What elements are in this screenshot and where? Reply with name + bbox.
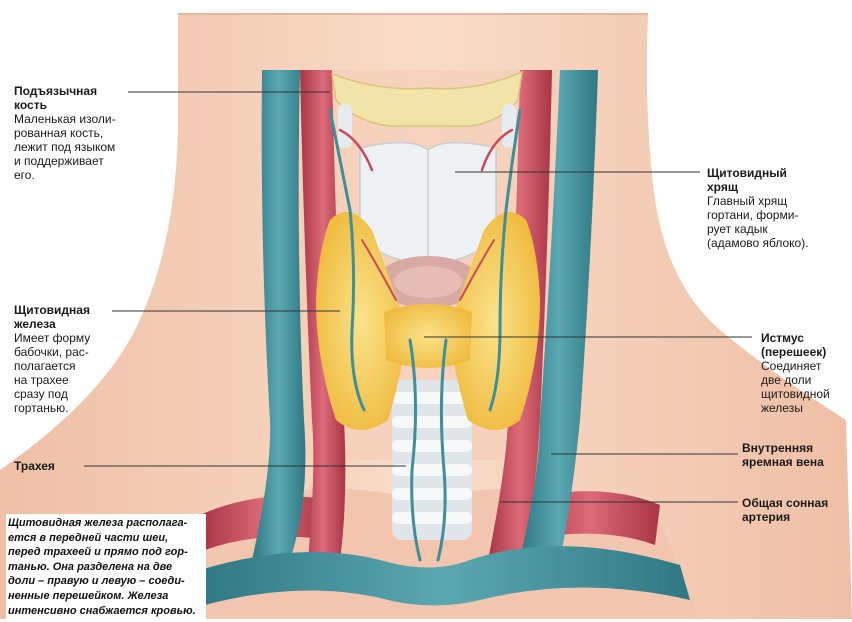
label-thyroid-cartilage-title: Щитовидный хрящ <box>707 166 787 194</box>
label-isthmus-text: Соединяет две доли щитовидной железы <box>761 359 830 415</box>
label-hyoid-text: Маленькая изоли- рованная кость, лежит п… <box>14 112 116 182</box>
label-carotid: Общая сонная артерия <box>742 496 848 524</box>
label-trachea: Трахея <box>14 459 84 473</box>
cricothyroid-muscle <box>394 266 462 298</box>
right-jugular-vein <box>520 70 598 560</box>
label-thyroid-gland-text: Имеет форму бабочки, рас- полагается на … <box>14 331 91 415</box>
thyroid-left-lobe <box>316 212 408 430</box>
hyoid-bone <box>331 70 523 127</box>
label-isthmus: Истмус (перешеек) Соединяет две доли щит… <box>761 331 847 415</box>
hyoid-horn-right <box>502 104 516 148</box>
label-trachea-title: Трахея <box>14 459 55 473</box>
label-isthmus-title: Истмус (перешеек) <box>761 331 827 359</box>
label-thyroid-gland-title: Щитовидная железа <box>14 303 90 331</box>
label-carotid-title: Общая сонная артерия <box>742 496 829 524</box>
label-hyoid-title: Подъязычная кость <box>14 84 98 112</box>
label-jugular-title: Внутренняя яремная вена <box>742 441 824 469</box>
label-hyoid: Подъязычная кость Маленькая изоли- рован… <box>14 84 140 182</box>
thyroid-right-lobe <box>448 212 540 430</box>
thyroid-vessels <box>328 108 522 562</box>
leader-lines <box>84 91 752 503</box>
label-thyroid-cartilage: Щитовидный хрящ Главный хрящ гортани, фо… <box>707 166 837 250</box>
label-thyroid-cartilage-text: Главный хрящ гортани, форми- рует кадык … <box>707 194 809 250</box>
caption-text: Щитовидная железа располага- ется в пере… <box>6 514 206 622</box>
brachiocephalic-veins <box>200 546 690 606</box>
trachea-shape <box>392 380 472 540</box>
left-jugular-vein <box>252 70 306 560</box>
label-jugular: Внутренняя яремная вена <box>742 441 848 469</box>
hyoid-horn-left <box>338 104 352 148</box>
label-thyroid-gland: Щитовидная железа Имеет форму бабочки, р… <box>14 303 124 415</box>
thyroid-isthmus <box>384 304 472 368</box>
